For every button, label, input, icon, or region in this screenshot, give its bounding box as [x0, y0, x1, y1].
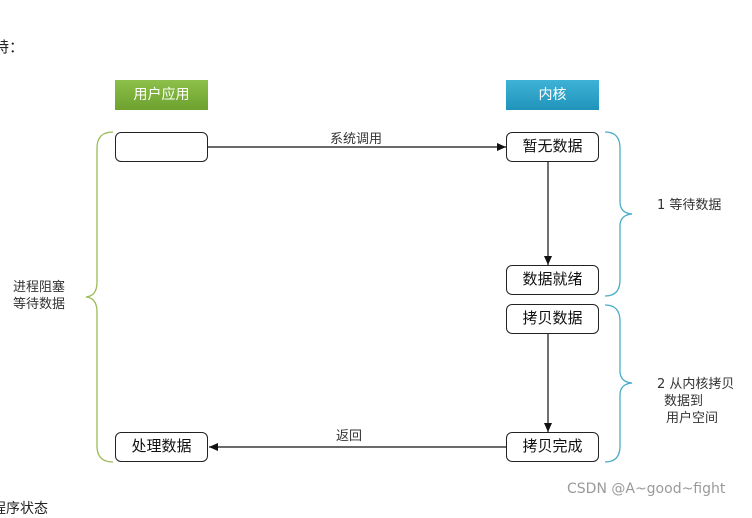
syscall-label: 系统调用: [330, 132, 383, 147]
stage2-note-line-3: 用户空间: [666, 411, 719, 426]
watermark: CSDN @A~good~fight: [567, 481, 726, 497]
stage2-note-line-2: 数据到: [664, 394, 704, 409]
left-note-line-1: 进程阻塞: [13, 280, 66, 295]
user-start-node: [115, 132, 208, 162]
stage2-note: 2 从内核拷贝 数据到 用户空间: [657, 376, 734, 427]
left-note: 进程阻塞 等待数据: [13, 279, 65, 313]
top-text-fragment: 特：: [0, 38, 25, 56]
stage2-note-line-1: 2 从内核拷贝: [657, 377, 735, 392]
user-app-header: 用户应用: [115, 80, 208, 110]
copy-data-node: 拷贝数据: [506, 304, 599, 334]
stage1-note: 1 等待数据: [657, 198, 722, 213]
left-brace: [85, 131, 114, 463]
kernel-header: 内核: [506, 80, 599, 110]
left-note-line-2: 等待数据: [13, 297, 66, 312]
data-ready-node: 数据就绪: [506, 265, 599, 295]
stage1-brace: [604, 131, 633, 297]
no-data-node: 暂无数据: [506, 132, 599, 162]
copy-done-node: 拷贝完成: [506, 432, 599, 462]
process-data-node: 处理数据: [115, 432, 208, 462]
diagram-connectors: [85, 131, 633, 463]
return-label: 返回: [336, 429, 363, 444]
stage2-brace: [604, 304, 633, 463]
